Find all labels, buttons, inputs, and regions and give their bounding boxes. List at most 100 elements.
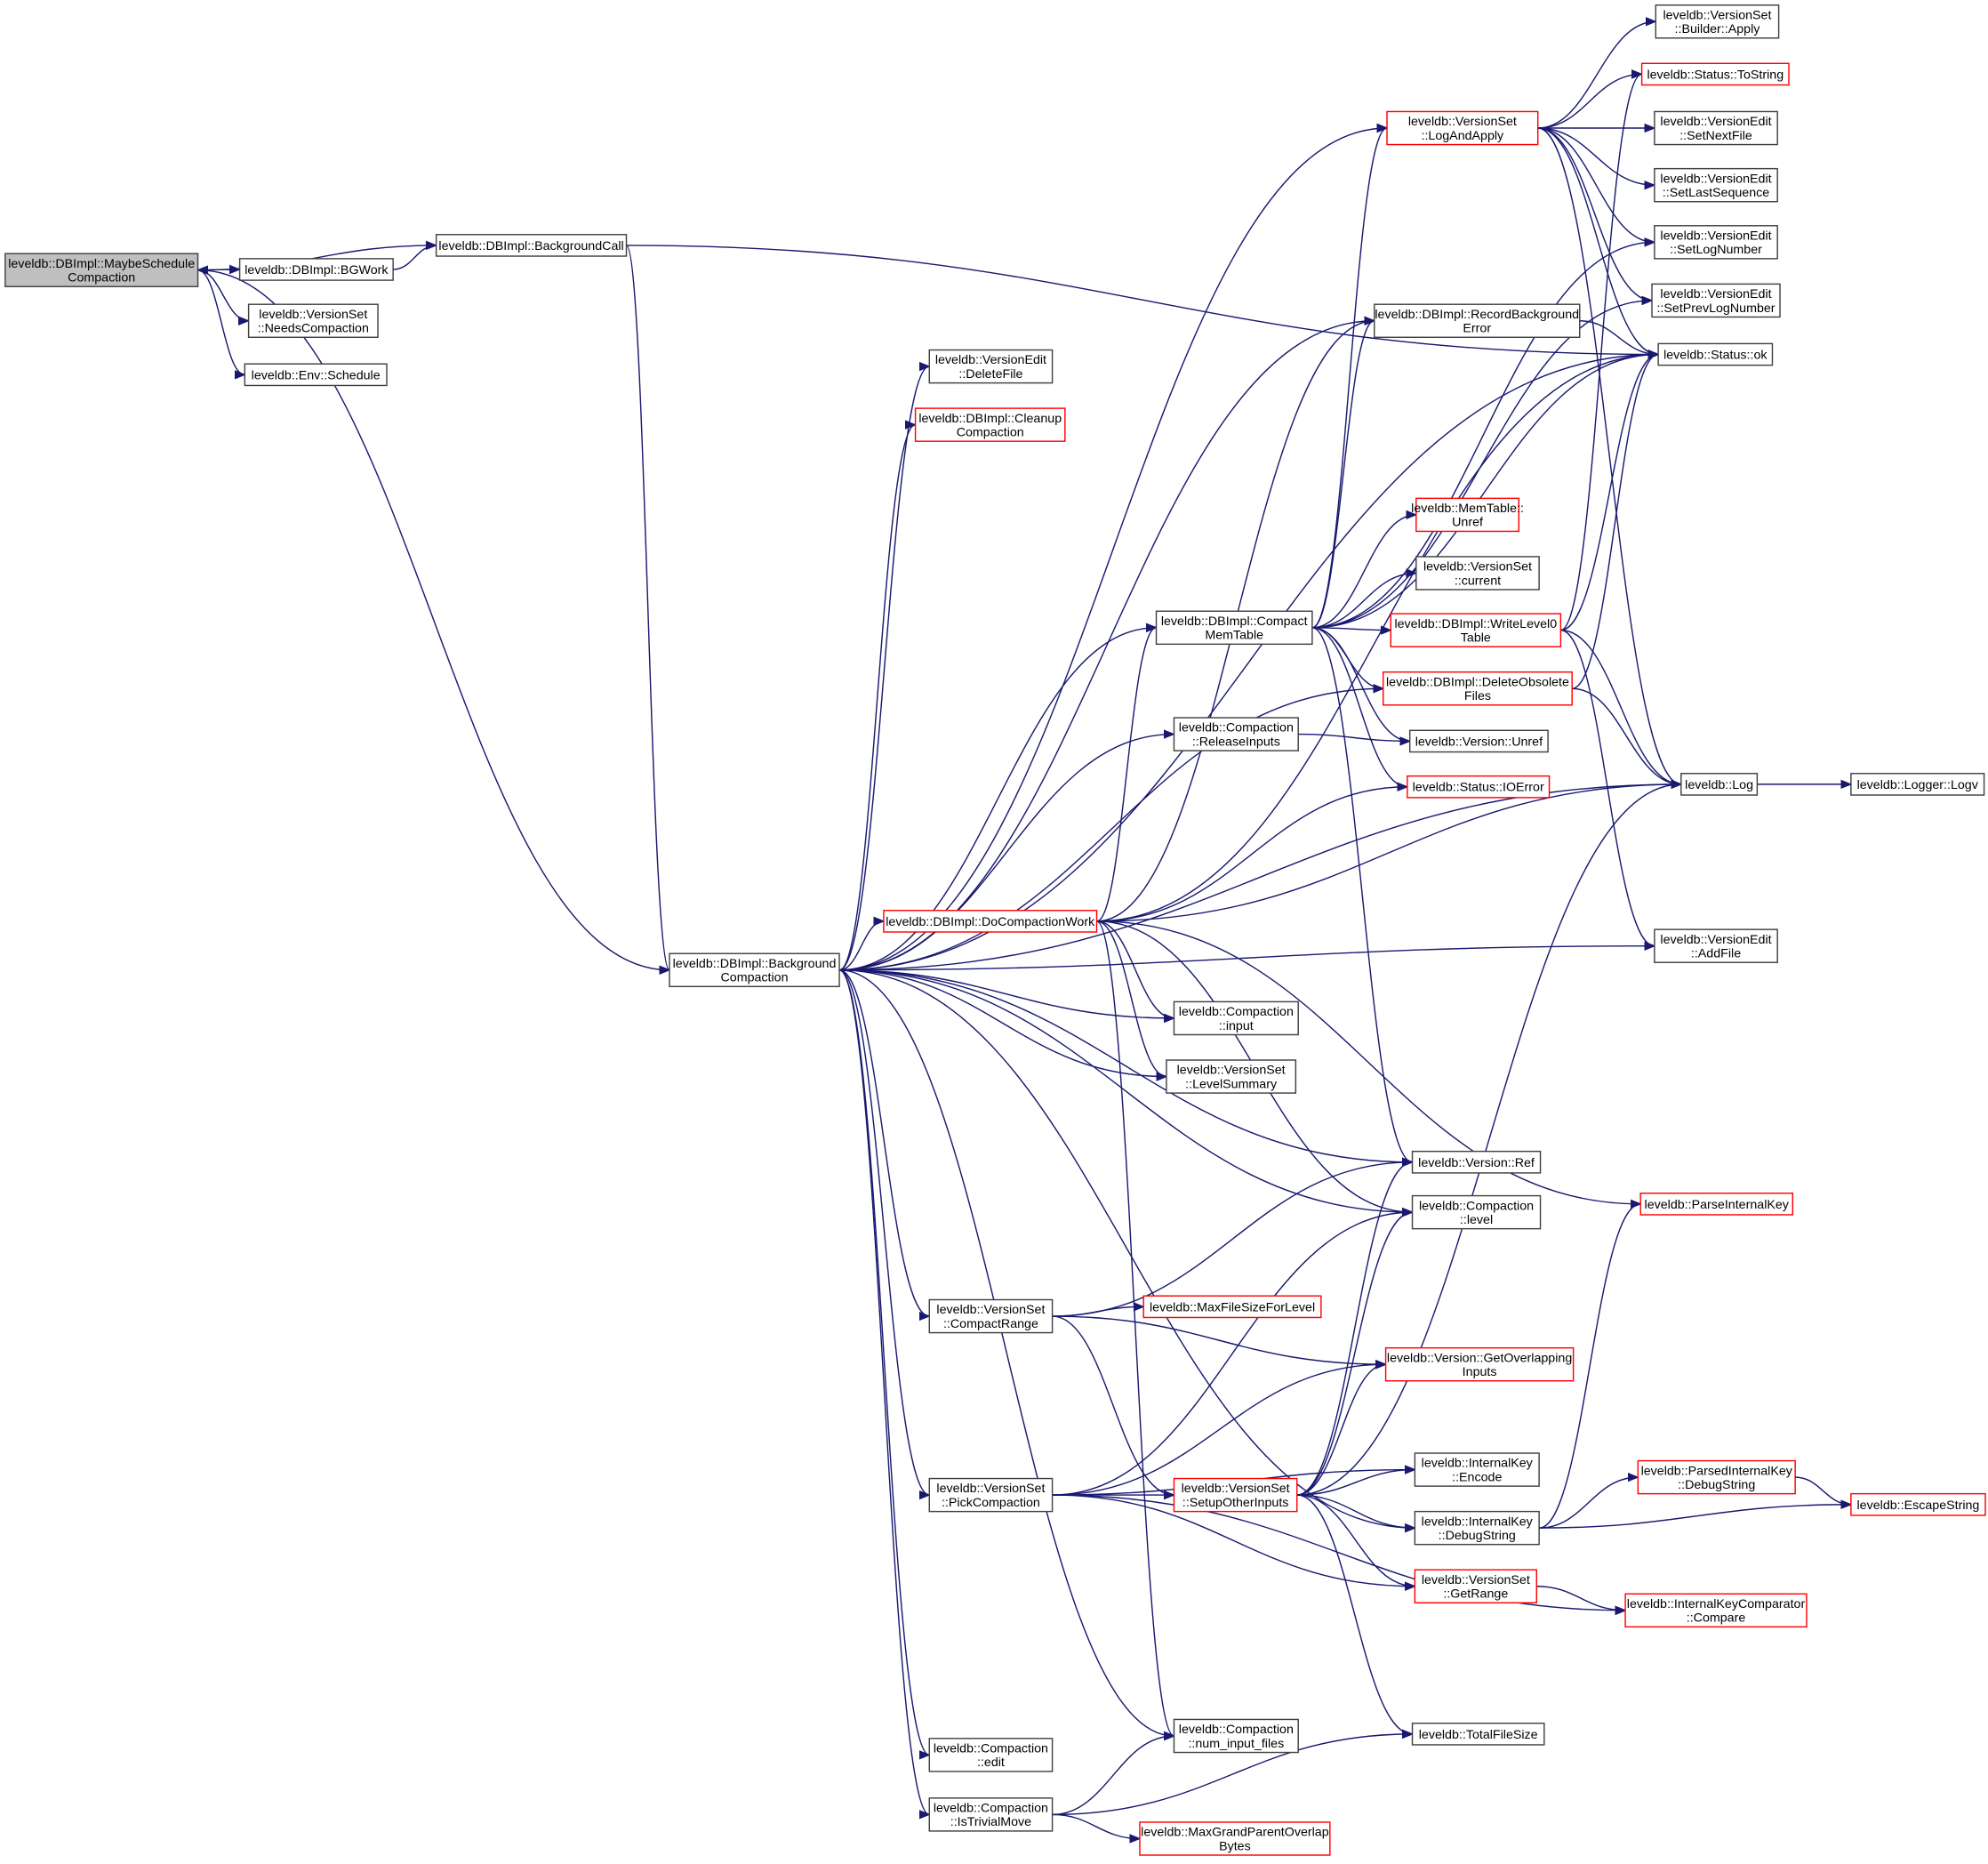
node-box[interactable] xyxy=(1386,110,1539,146)
node-box[interactable] xyxy=(883,910,1098,933)
graph-node-edit[interactable]: leveldb::Compaction::edit xyxy=(928,1738,1054,1772)
graph-node-ikencode[interactable]: leveldb::InternalKey::Encode xyxy=(1414,1452,1540,1487)
graph-node-levelsummary[interactable]: leveldb::VersionSet::LevelSummary xyxy=(1166,1059,1297,1094)
node-box[interactable] xyxy=(1173,1477,1298,1513)
graph-node-setprevlog[interactable]: leveldb::VersionEdit::SetPrevLogNumber xyxy=(1651,283,1781,318)
graph-node-input[interactable]: leveldb::Compaction::input xyxy=(1173,1000,1299,1036)
graph-node-versionref[interactable]: leveldb::Version::Ref xyxy=(1411,1150,1542,1174)
graph-node-vscurrent[interactable]: leveldb::VersionSet::current xyxy=(1415,556,1540,591)
graph-node-numinput[interactable]: leveldb::Compaction::num_input_files xyxy=(1173,1718,1299,1754)
graph-node-deletefile[interactable]: leveldb::VersionEdit::DeleteFile xyxy=(928,349,1054,384)
node-box[interactable] xyxy=(4,253,199,287)
graph-node-ikcompare[interactable]: leveldb::InternalKeyComparator::Compare xyxy=(1624,1593,1808,1628)
node-box[interactable] xyxy=(1415,556,1540,591)
graph-node-setnextfile[interactable]: leveldb::VersionEdit::SetNextFile xyxy=(1654,110,1778,146)
graph-node-ikdebug[interactable]: leveldb::InternalKey::DebugString xyxy=(1414,1510,1540,1546)
graph-node-bgwork[interactable]: leveldb::DBImpl::BGWork xyxy=(238,258,394,281)
graph-node-builderapply[interactable]: leveldb::VersionSet::Builder::Apply xyxy=(1655,4,1780,39)
node-box[interactable] xyxy=(928,1738,1054,1772)
node-box[interactable] xyxy=(1639,1193,1793,1216)
graph-node-ioerror[interactable]: leveldb::Status::IOError xyxy=(1407,775,1551,799)
node-box[interactable] xyxy=(928,1477,1054,1513)
graph-node-pickcomp[interactable]: leveldb::VersionSet::PickCompaction xyxy=(928,1477,1054,1513)
node-box[interactable] xyxy=(1655,4,1780,39)
node-box[interactable] xyxy=(1637,1459,1796,1495)
graph-node-setupother[interactable]: leveldb::VersionSet::SetupOtherInputs xyxy=(1173,1477,1298,1513)
node-box[interactable] xyxy=(238,258,394,281)
node-box[interactable] xyxy=(1657,342,1774,366)
graph-node-setlastseq[interactable]: leveldb::VersionEdit::SetLastSequence xyxy=(1654,167,1778,203)
node-box[interactable] xyxy=(1414,1569,1537,1603)
node-box[interactable] xyxy=(669,952,840,988)
node-box[interactable] xyxy=(1654,928,1778,963)
graph-node-logandapply[interactable]: leveldb::VersionSet::LogAndApply xyxy=(1386,110,1539,146)
graph-node-needscomp[interactable]: leveldb::VersionSet::NeedsCompaction xyxy=(247,303,379,338)
node-box[interactable] xyxy=(1654,110,1778,146)
node-box[interactable] xyxy=(1155,610,1313,646)
graph-node-loggerlogv[interactable]: leveldb::Logger::Logv xyxy=(1850,773,1985,796)
node-box[interactable] xyxy=(1407,775,1551,799)
graph-node-compactrange[interactable]: leveldb::VersionSet::CompactRange xyxy=(928,1298,1054,1334)
graph-node-totalfilesize[interactable]: leveldb::TotalFileSize xyxy=(1411,1723,1545,1746)
node-box[interactable] xyxy=(1173,717,1299,751)
node-box[interactable] xyxy=(1383,671,1573,706)
node-box[interactable] xyxy=(1411,1150,1542,1174)
node-box[interactable] xyxy=(1850,1492,1986,1516)
node-box[interactable] xyxy=(1390,613,1562,647)
graph-node-memunref[interactable]: leveldb::MemTable::Unref xyxy=(1411,497,1524,533)
node-box[interactable] xyxy=(928,1797,1054,1832)
node-box[interactable] xyxy=(1408,729,1549,753)
graph-node-escapestring[interactable]: leveldb::EscapeString xyxy=(1850,1492,1986,1516)
node-box[interactable] xyxy=(1414,1452,1540,1487)
node-box[interactable] xyxy=(1411,1723,1545,1746)
graph-node-parseik[interactable]: leveldb::ParseInternalKey xyxy=(1639,1193,1793,1216)
node-box[interactable] xyxy=(1142,1295,1322,1319)
graph-node-bgcall[interactable]: leveldb::DBImpl::BackgroundCall xyxy=(435,234,628,257)
node-box[interactable] xyxy=(1654,225,1778,260)
node-box[interactable] xyxy=(1414,1510,1540,1546)
graph-node-statusok[interactable]: leveldb::Status::ok xyxy=(1657,342,1774,366)
graph-node-releaseinputs[interactable]: leveldb::Compaction::ReleaseInputs xyxy=(1173,717,1299,751)
node-box[interactable] xyxy=(1415,497,1520,533)
node-box[interactable] xyxy=(1624,1593,1808,1628)
node-box[interactable] xyxy=(928,1298,1054,1334)
graph-node-docompwork[interactable]: leveldb::DBImpl::DoCompactionWork xyxy=(883,910,1098,933)
node-box[interactable] xyxy=(1173,1000,1299,1036)
graph-node-complevel[interactable]: leveldb::Compaction::level xyxy=(1411,1194,1542,1230)
graph-node-log[interactable]: leveldb::Log xyxy=(1680,773,1759,796)
node-box[interactable] xyxy=(435,234,628,257)
node-box[interactable] xyxy=(1411,1194,1542,1230)
graph-node-versionunref[interactable]: leveldb::Version::Unref xyxy=(1408,729,1549,753)
graph-node-maxfilesize[interactable]: leveldb::MaxFileSizeForLevel xyxy=(1142,1295,1322,1319)
node-box[interactable] xyxy=(1173,1718,1299,1754)
node-box[interactable] xyxy=(1166,1059,1297,1094)
node-box[interactable] xyxy=(1384,1346,1575,1382)
graph-node-tostring[interactable]: leveldb::Status::ToString xyxy=(1640,62,1790,86)
graph-node-istrivial[interactable]: leveldb::Compaction::IsTrivialMove xyxy=(928,1797,1054,1832)
graph-node-parsedikdebug[interactable]: leveldb::ParsedInternalKey::DebugString xyxy=(1637,1459,1796,1495)
node-box[interactable] xyxy=(1374,303,1581,338)
node-box[interactable] xyxy=(1139,1821,1331,1856)
graph-node-schedule[interactable]: leveldb::Env::Schedule xyxy=(244,363,388,387)
graph-node-addfile[interactable]: leveldb::VersionEdit::AddFile xyxy=(1654,928,1778,963)
node-box[interactable] xyxy=(1680,773,1759,796)
node-box[interactable] xyxy=(1640,62,1790,86)
node-box[interactable] xyxy=(1850,773,1985,796)
node-box[interactable] xyxy=(244,363,388,387)
node-box[interactable] xyxy=(1651,283,1781,318)
node-box[interactable] xyxy=(928,349,1054,384)
graph-node-setlognum[interactable]: leveldb::VersionEdit::SetLogNumber xyxy=(1654,225,1778,260)
node-box[interactable] xyxy=(247,303,379,338)
node-box[interactable] xyxy=(1654,167,1778,203)
graph-node-getrange[interactable]: leveldb::VersionSet::GetRange xyxy=(1414,1569,1537,1603)
node-box[interactable] xyxy=(914,407,1066,442)
